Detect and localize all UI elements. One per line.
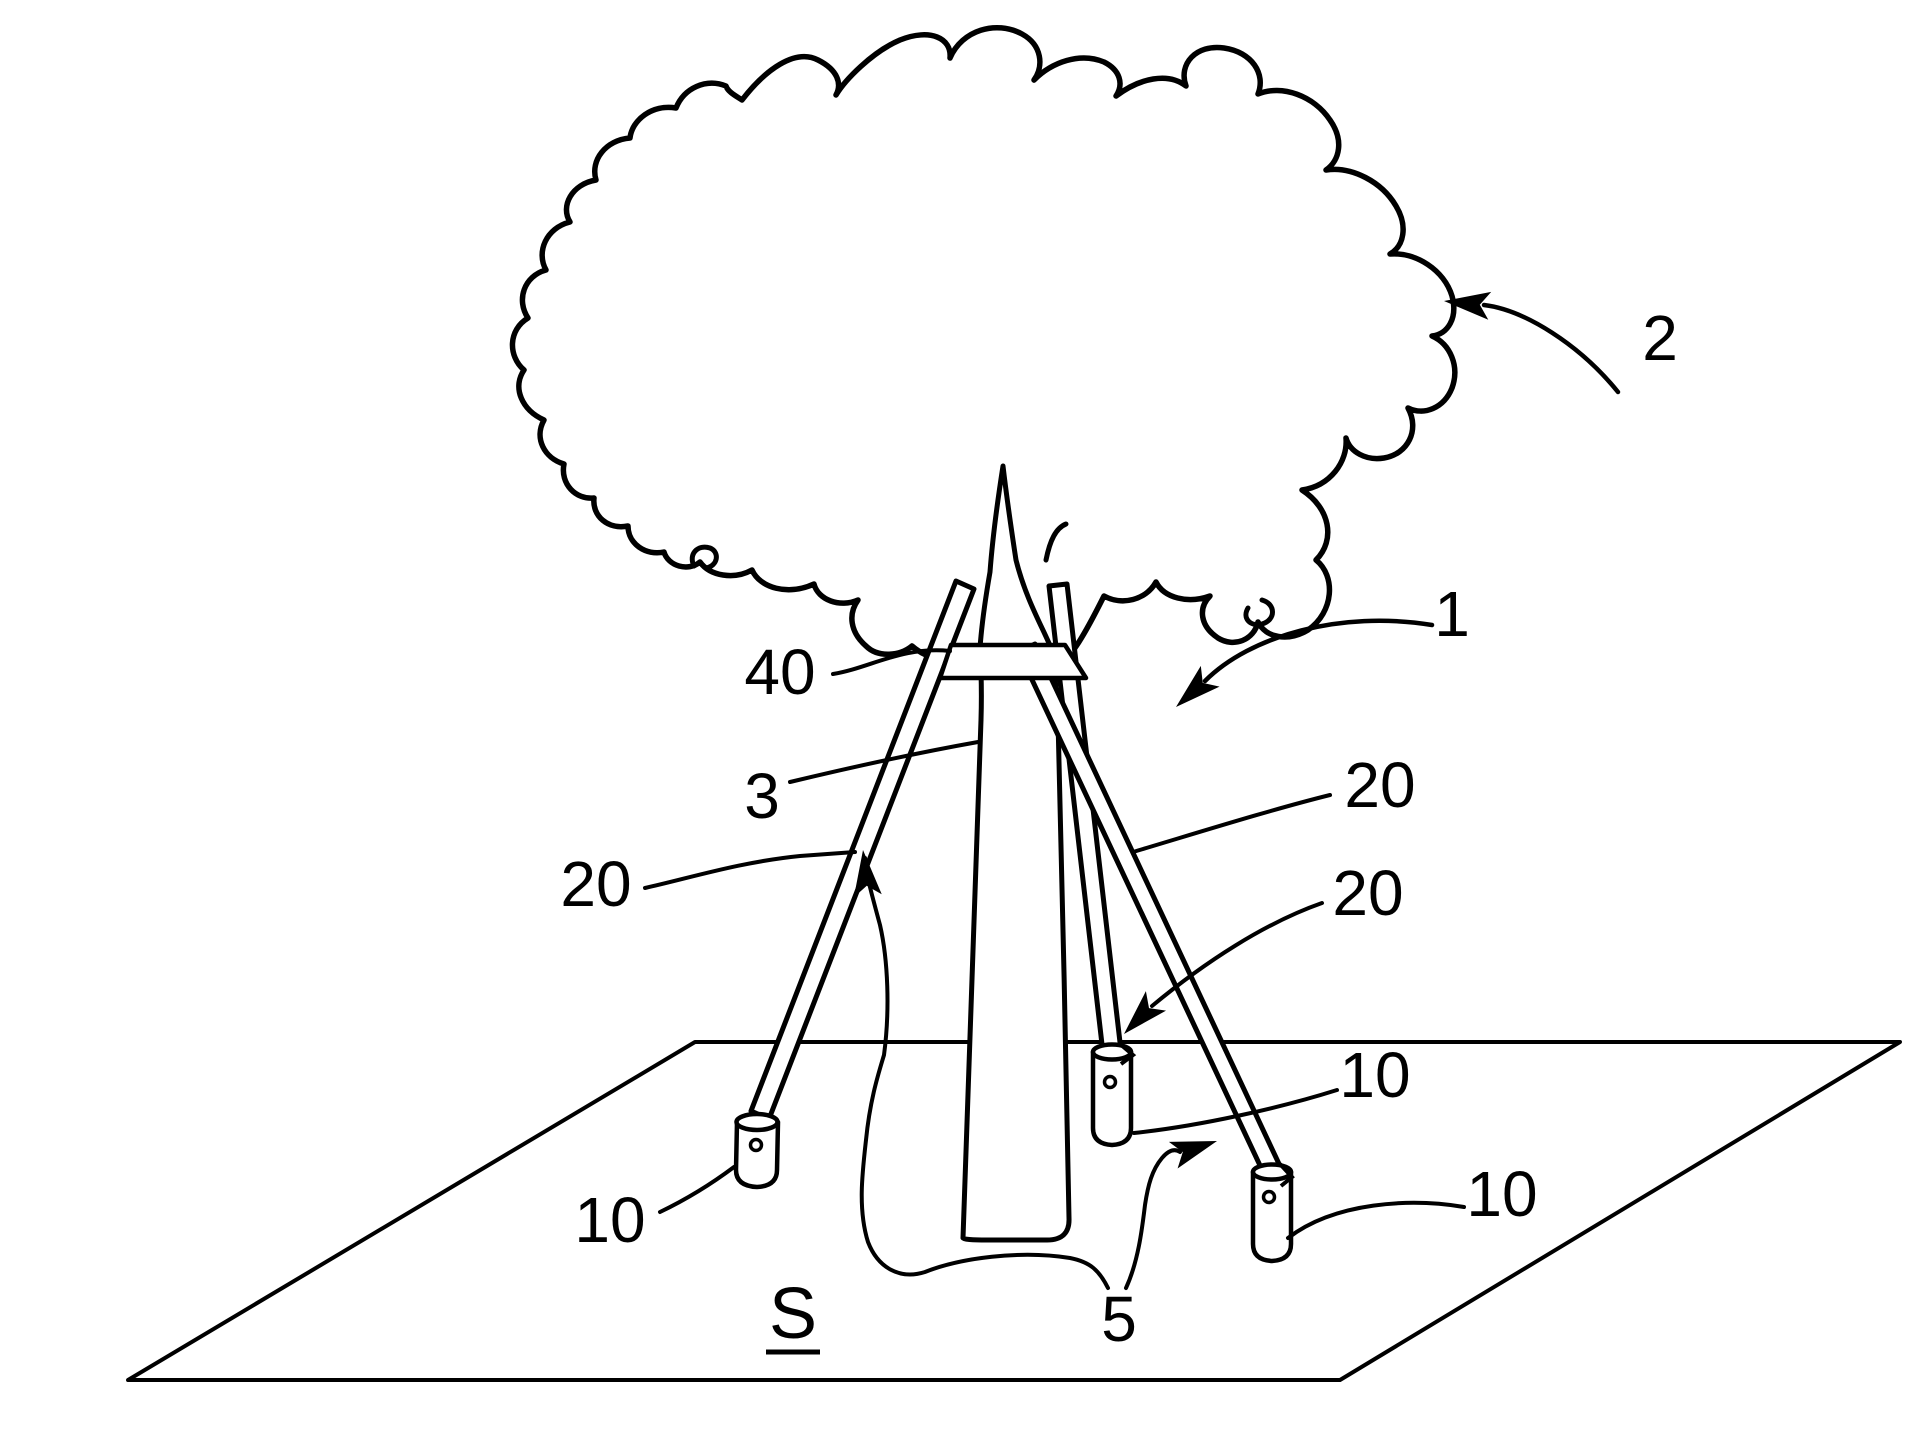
ref-label-root-zone: 5 <box>1101 1283 1137 1355</box>
leader-stake-left <box>658 1165 736 1214</box>
leader-root-zone-right <box>1124 1148 1182 1290</box>
anchor-stake-middle <box>1090 1042 1137 1148</box>
tree-canopy-outline <box>509 24 1458 668</box>
arrowhead-root-zone-left <box>853 850 882 898</box>
ref-label-trunk: 3 <box>744 760 780 832</box>
ref-label-system: 1 <box>1434 578 1470 650</box>
leader-pole-left <box>643 850 857 890</box>
leader-root-zone-left <box>859 856 1110 1290</box>
arrowhead-canopy <box>1444 291 1492 320</box>
ref-label-pole-middle: 20 <box>1332 857 1403 929</box>
stake-hole-right <box>1261 1189 1277 1205</box>
arrowhead-system <box>1176 665 1220 707</box>
stake-hole-middle <box>1102 1074 1118 1090</box>
leader-trunk <box>788 740 980 784</box>
canopy-curl-right <box>1243 597 1275 628</box>
ground-plane <box>126 1040 1902 1382</box>
ref-label-ground-surface: S <box>769 1274 817 1354</box>
anchor-stake-left <box>733 1111 781 1190</box>
arrowhead-pole-middle <box>1124 991 1167 1034</box>
canopy-inner-spike <box>1043 521 1069 563</box>
ref-label-canopy: 2 <box>1642 302 1678 374</box>
ref-label-pole-left: 20 <box>560 848 631 920</box>
support-pole-left <box>748 578 977 1122</box>
anchor-stake-right <box>1250 1162 1295 1264</box>
leader-pole-middle <box>1150 901 1324 1008</box>
ref-label-stake-middle: 10 <box>1339 1039 1410 1111</box>
ref-label-stake-right: 10 <box>1466 1158 1537 1230</box>
leader-system <box>1202 618 1435 684</box>
pole-end-cap-right <box>1278 1162 1295 1188</box>
canopy-curl-left <box>689 544 719 571</box>
leader-strap <box>831 648 952 676</box>
leader-stake-right <box>1286 1200 1466 1240</box>
stake-hole-left <box>748 1137 764 1153</box>
pole-end-cap-middle <box>1118 1042 1137 1066</box>
ref-label-strap: 40 <box>744 636 815 708</box>
leader-pole-right <box>1131 793 1332 854</box>
trunk-strap-band <box>937 642 1089 681</box>
leader-stake-middle <box>1132 1088 1339 1135</box>
leader-canopy <box>1481 302 1621 395</box>
ref-label-stake-left: 10 <box>574 1184 645 1256</box>
ref-label-pole-right: 20 <box>1344 749 1415 821</box>
arrowhead-root-zone-right <box>1168 1141 1217 1169</box>
